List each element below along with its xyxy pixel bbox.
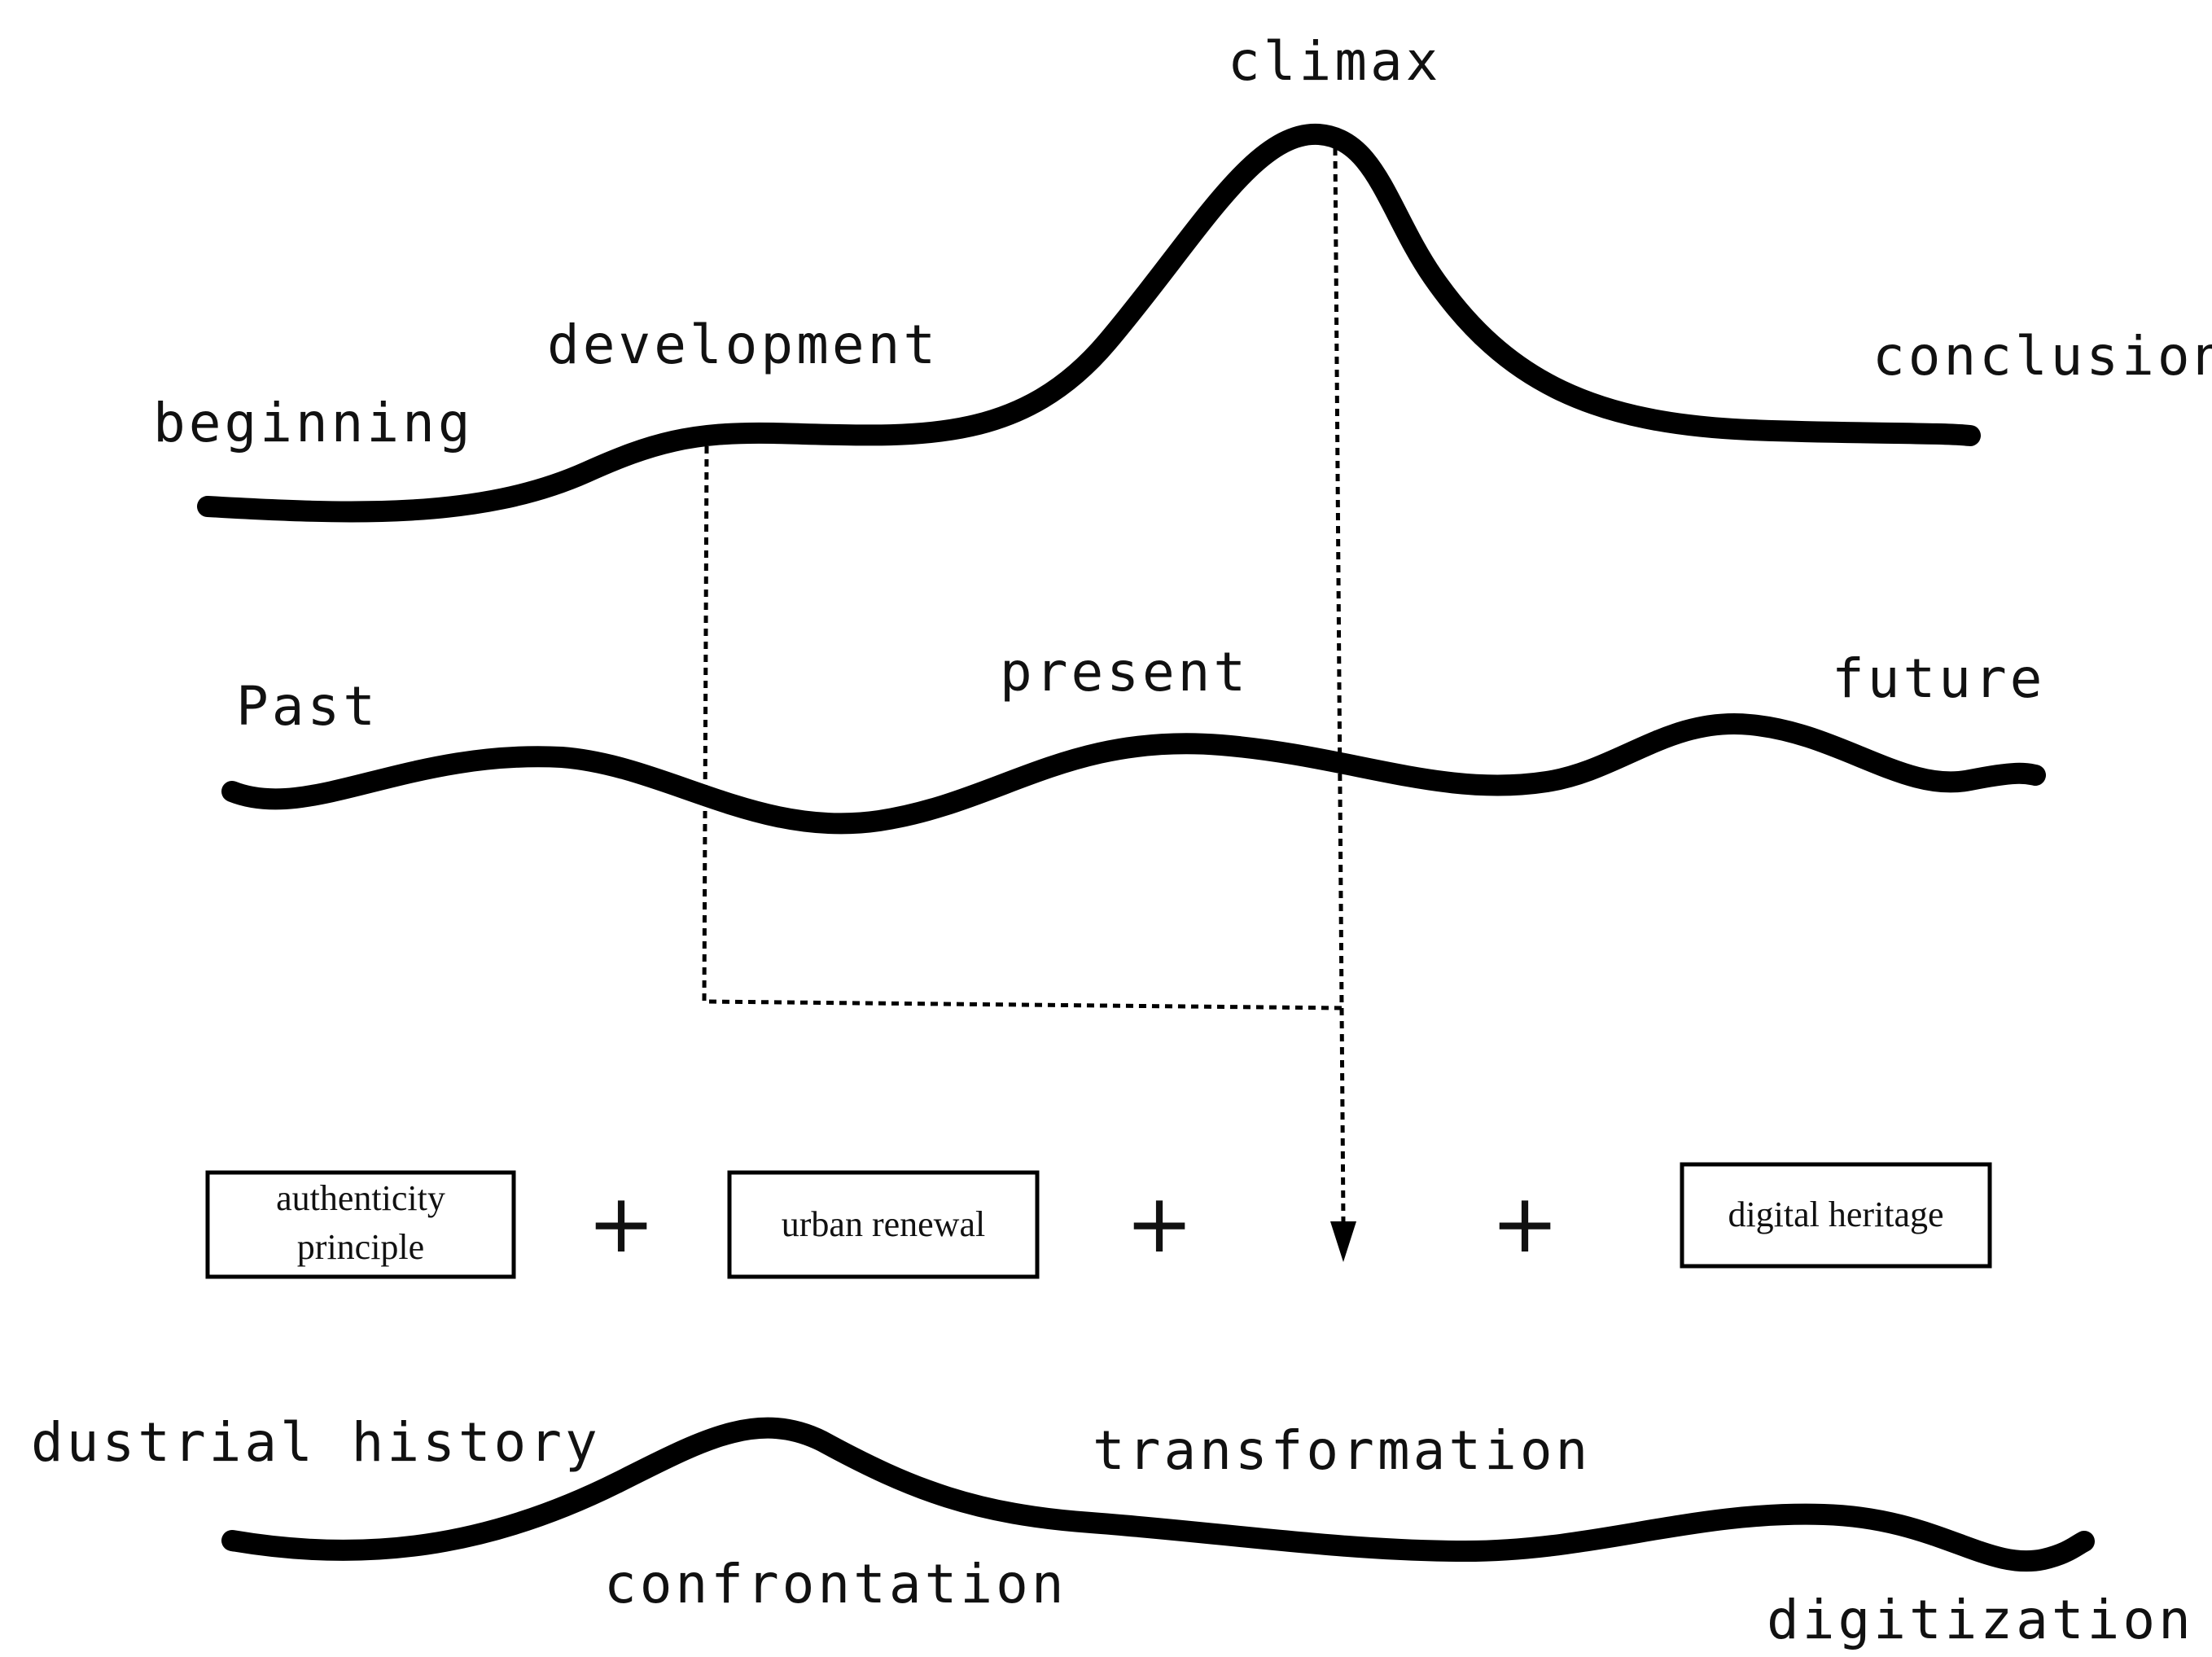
development-connector-line: [702, 445, 1344, 1010]
box-authenticity-principle: authenticity principle: [205, 1170, 516, 1279]
box-urban-renewal-label: urban renewal: [782, 1204, 985, 1244]
plus-sign-3: +: [1491, 1176, 1559, 1271]
box-authenticity-line1: authenticity: [276, 1178, 445, 1218]
box-digital-heritage-label: digital heritage: [1728, 1195, 1943, 1234]
box-authenticity-line2: principle: [297, 1227, 424, 1267]
plus-sign-1: +: [587, 1176, 655, 1271]
box-urban-renewal: urban renewal: [727, 1170, 1040, 1279]
box-digital-heritage: digital heritage: [1680, 1162, 1992, 1269]
label-development: development: [547, 313, 939, 376]
history-wave-curve: [221, 1417, 2095, 1572]
label-future: future: [1832, 647, 2045, 710]
label-climax: climax: [1228, 30, 1441, 93]
plus-sign-2: +: [1125, 1176, 1194, 1271]
story-arc-curve: [197, 123, 1981, 523]
label-present: present: [1000, 641, 1249, 704]
label-conclusion: conclusion: [1873, 325, 2212, 388]
label-industrial-history: dustrial history: [31, 1411, 601, 1474]
label-confrontation: confrontation: [604, 1553, 1067, 1615]
arrow-down-icon: [1330, 1221, 1356, 1262]
time-wave-curve: [221, 713, 2046, 835]
label-beginning: beginning: [153, 392, 474, 454]
label-digitization: digitization: [1767, 1589, 2194, 1651]
label-transformation: transformation: [1093, 1419, 1591, 1482]
label-past: Past: [236, 675, 379, 738]
climax-drop-line: [1333, 147, 1346, 1222]
